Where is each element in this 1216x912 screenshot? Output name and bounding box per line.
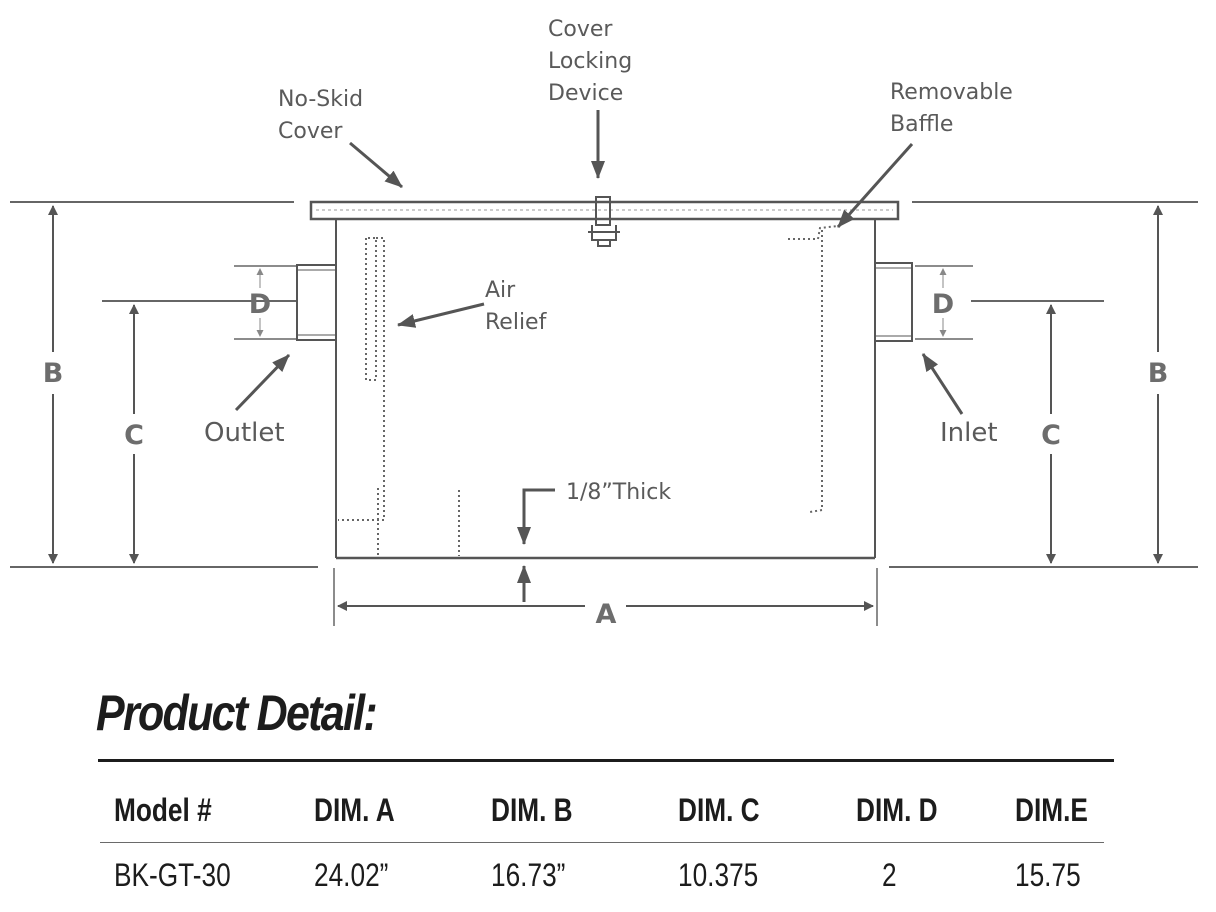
cell-dim-c: 10.375 bbox=[677, 856, 759, 893]
table-header-row: Model # DIM. A DIM. B DIM. C DIM. D DIM.… bbox=[100, 786, 1104, 843]
table-row: BK-GT-30 24.02” 16.73” 10.375 2 15.75 bbox=[100, 843, 1104, 906]
title-divider bbox=[98, 759, 1114, 762]
dim-c-right-label: C bbox=[1041, 420, 1061, 451]
column-header-dim-a: DIM. A bbox=[299, 786, 478, 843]
air-relief-tube bbox=[338, 237, 460, 556]
cell-model: BK-GT-30 bbox=[114, 856, 231, 893]
air-relief-label: Air bbox=[485, 278, 516, 303]
removable-baffle-label: Baffle bbox=[890, 112, 953, 137]
dim-b-right-label: B bbox=[1148, 358, 1169, 389]
callout-arrows bbox=[234, 110, 964, 602]
no-skid-cover-label: Cover bbox=[278, 119, 343, 144]
dim-b-left-label: B bbox=[43, 358, 64, 389]
column-header-dim-d: DIM. D bbox=[841, 786, 1002, 843]
dim-d-left-label: D bbox=[249, 289, 271, 320]
inlet-label: Inlet bbox=[940, 418, 998, 448]
cover-locking-label: Device bbox=[548, 81, 623, 106]
cover-locking-device bbox=[588, 196, 620, 247]
dim-a-label: A bbox=[596, 599, 617, 630]
dim-d-right-label: D bbox=[932, 289, 954, 320]
cell-dim-e: 15.75 bbox=[1015, 856, 1081, 893]
reference-lines bbox=[10, 201, 1198, 626]
column-header-model: Model # bbox=[100, 786, 300, 843]
cell-dim-b: 16.73” bbox=[491, 856, 566, 893]
cover-locking-label: Locking bbox=[548, 49, 632, 74]
removable-baffle bbox=[788, 225, 839, 513]
grease-trap-diagram: No-Skid Cover Cover Locking Device Remov… bbox=[10, 17, 1198, 630]
removable-baffle-label: Removable bbox=[890, 80, 1013, 105]
no-skid-cover-plate bbox=[309, 200, 900, 221]
cell-dim-d: 2 bbox=[881, 856, 897, 893]
inlet-pipe bbox=[874, 262, 913, 342]
air-relief-label: Relief bbox=[485, 310, 548, 335]
column-header-dim-e: DIM.E bbox=[1001, 786, 1104, 843]
product-detail-title: Product Detail: bbox=[96, 685, 378, 741]
outlet-label: Outlet bbox=[204, 418, 285, 448]
cover-locking-label: Cover bbox=[548, 17, 613, 42]
dim-c-left-label: C bbox=[124, 420, 144, 451]
column-header-dim-b: DIM. B bbox=[477, 786, 664, 843]
dimension-arrows bbox=[48, 205, 1163, 611]
thickness-label: 1/8”Thick bbox=[566, 480, 671, 505]
product-detail-table: Model # DIM. A DIM. B DIM. C DIM. D DIM.… bbox=[100, 786, 1104, 905]
cell-dim-a: 24.02” bbox=[313, 856, 389, 893]
no-skid-cover-label: No-Skid bbox=[278, 87, 363, 112]
outlet-pipe bbox=[296, 264, 337, 341]
column-header-dim-c: DIM. C bbox=[663, 786, 842, 843]
